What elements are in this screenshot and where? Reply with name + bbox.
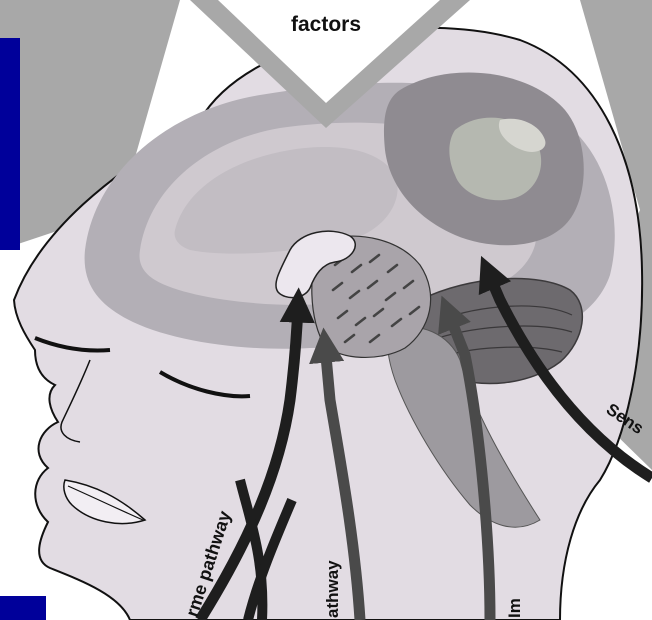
right-pathway-label: Im xyxy=(505,598,524,618)
top-banner-label: factors xyxy=(291,13,361,36)
navy-panel-bottom xyxy=(0,596,46,620)
navy-panel-top xyxy=(0,38,20,250)
middle-pathway-label: athway xyxy=(323,560,342,618)
